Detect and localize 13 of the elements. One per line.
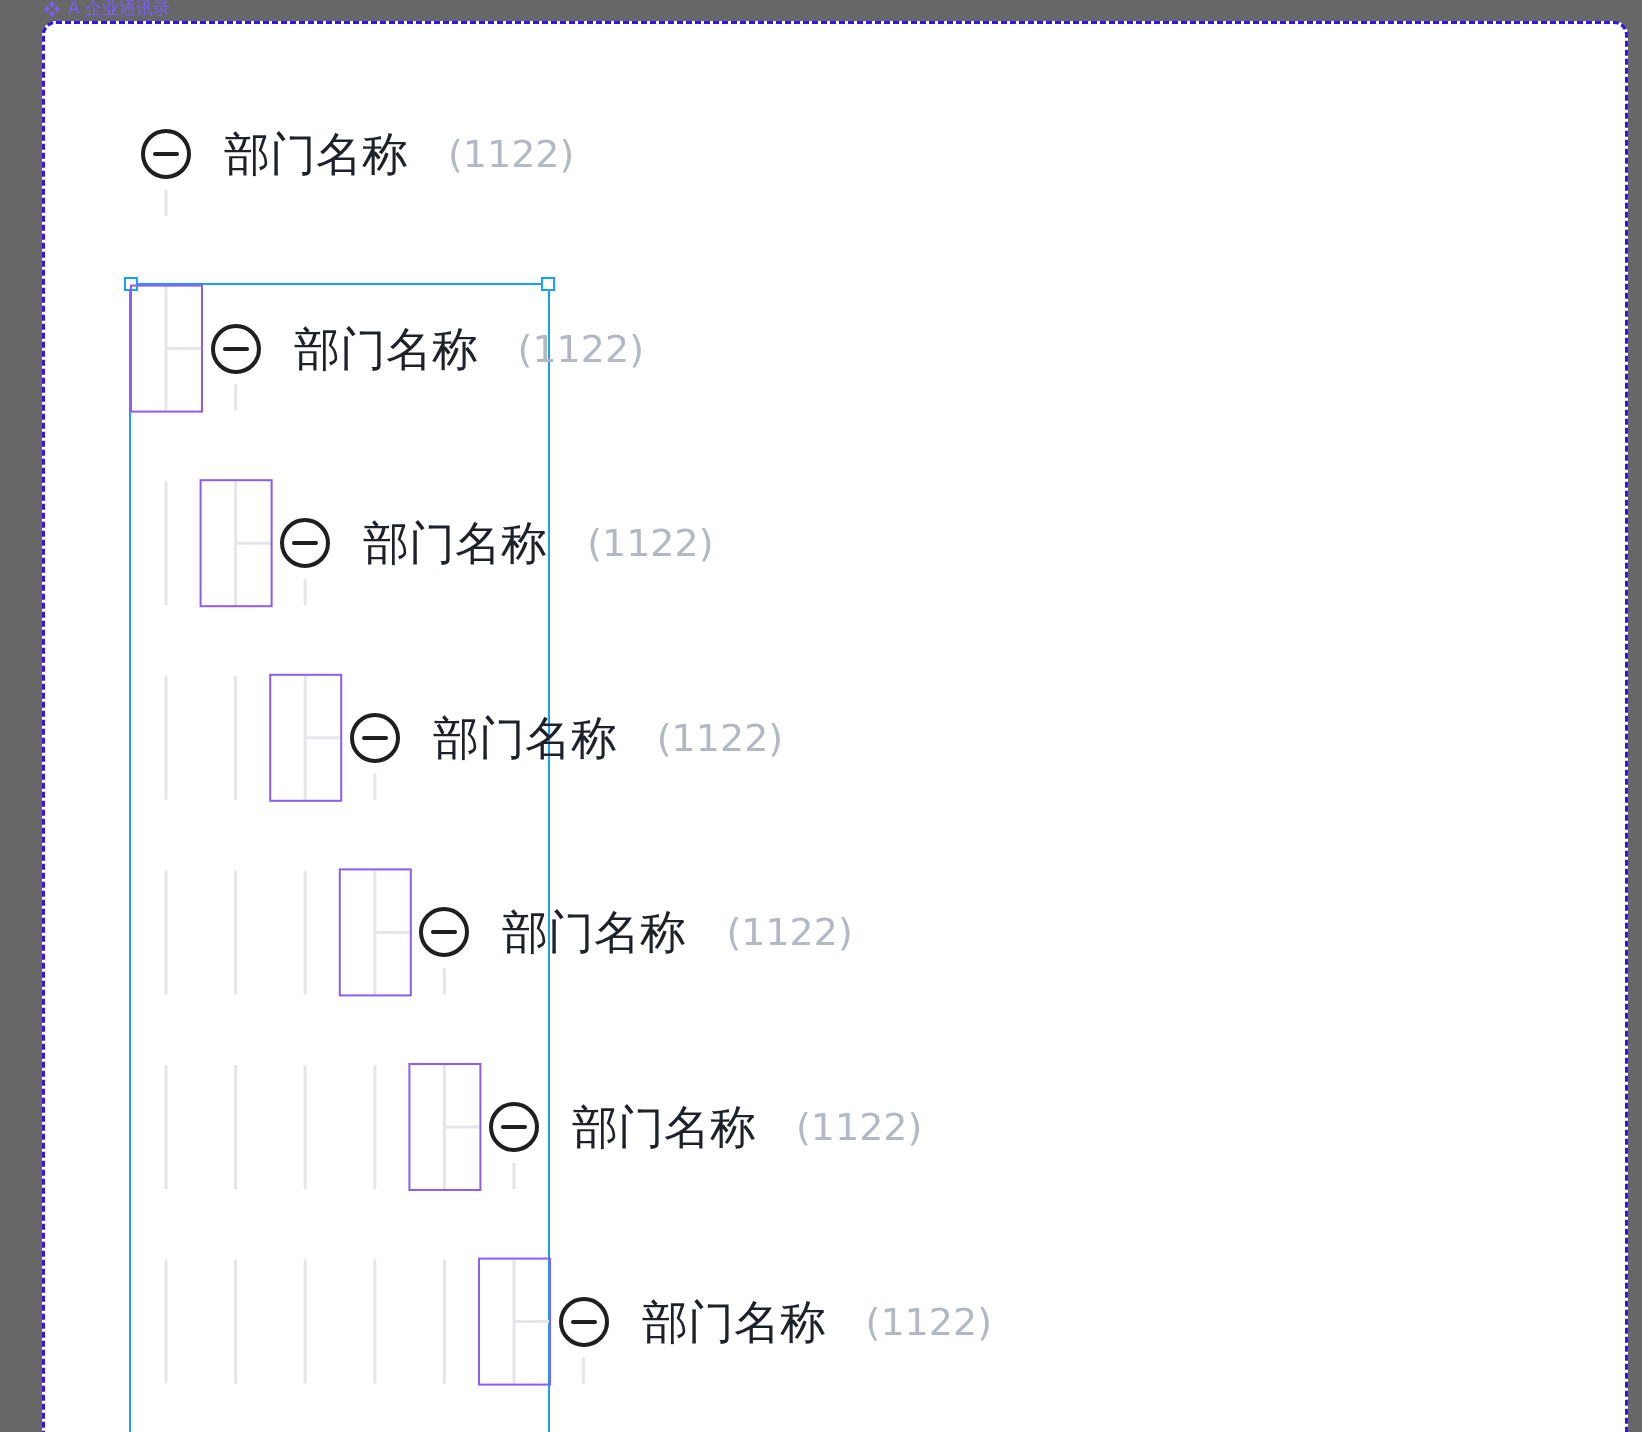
member-count: (1122) bbox=[656, 714, 784, 762]
department-name: 部门名称 bbox=[641, 1293, 826, 1350]
department-name: 部门名称 bbox=[224, 126, 408, 182]
department-name: 部门名称 bbox=[363, 515, 548, 572]
department-name: 部门名称 bbox=[293, 320, 478, 377]
member-count: (1122) bbox=[726, 909, 853, 957]
member-count: (1122) bbox=[796, 1104, 923, 1151]
member-count: (1122) bbox=[865, 1298, 992, 1346]
department-name: 部门名称 bbox=[572, 1099, 756, 1155]
department-name: 部门名称 bbox=[502, 904, 687, 961]
member-count: (1122) bbox=[587, 520, 714, 568]
frame-label: A 企业通讯录 bbox=[68, 0, 171, 18]
member-count: (1122) bbox=[448, 131, 575, 178]
